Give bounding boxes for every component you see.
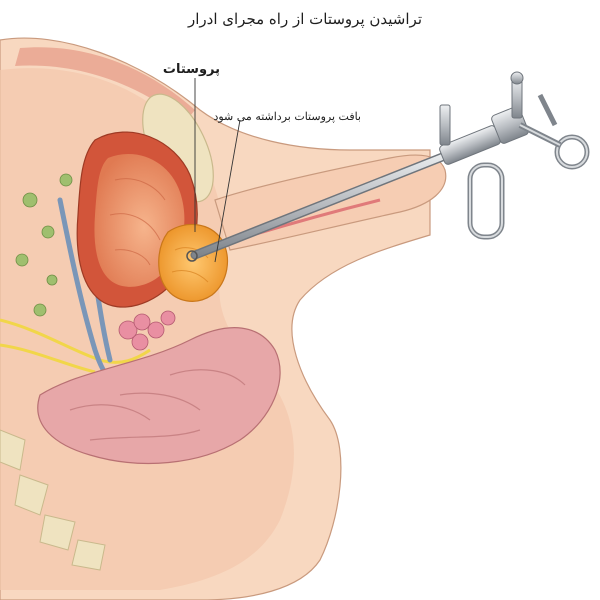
lymph-nodes — [15, 173, 73, 317]
prostate-texture — [171, 247, 209, 283]
tissue-removed-label: بافت پروستات برداشته می شود — [213, 110, 361, 123]
bladder-folds — [109, 178, 166, 266]
rectum — [37, 327, 281, 465]
prostate-label: پروستات — [162, 62, 220, 77]
leader-lines — [194, 78, 241, 263]
diagram-title: تراشیدن پروستات از راه مجرای ادرار — [187, 10, 422, 28]
abdominal-muscle — [15, 47, 195, 123]
rectum-folds — [69, 369, 246, 441]
inner-tissue — [0, 68, 294, 590]
sacrum — [0, 429, 106, 571]
seminal-glands — [118, 310, 176, 351]
prostate-gland — [158, 223, 229, 302]
resectoscope — [186, 71, 590, 262]
